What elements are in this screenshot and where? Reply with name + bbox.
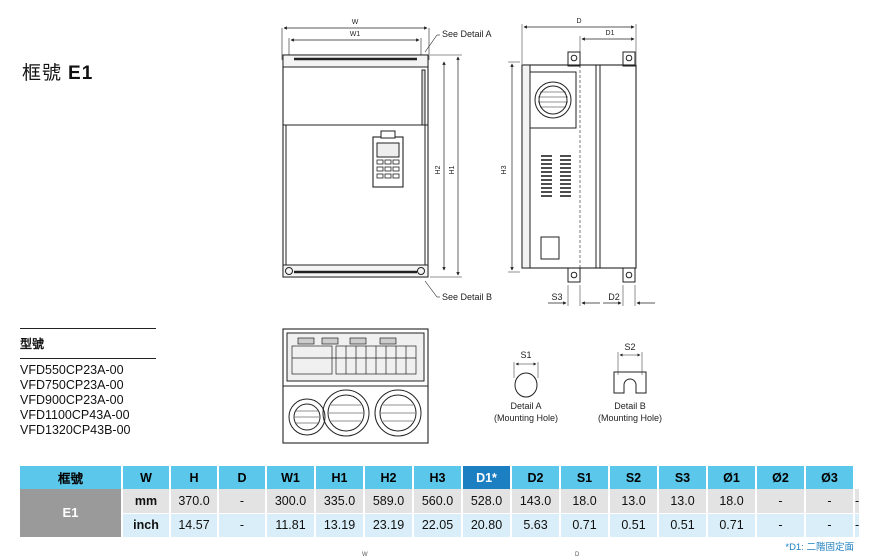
cell-h3-mm: 528.0 <box>462 489 512 514</box>
header-s3: S3 <box>658 466 708 489</box>
table-row-inch: inch 14.57 - 11.81 13.19 23.19 22.05 20.… <box>20 513 862 537</box>
cell-h-mm: - <box>218 489 267 514</box>
cell-h1-mm: 589.0 <box>364 489 414 514</box>
cell-h2-inch: 22.05 <box>413 513 463 537</box>
dim-w1-label: W1 <box>350 31 361 38</box>
side-view <box>508 24 655 306</box>
model-item: VFD900CP23A-00 <box>20 393 124 407</box>
cell-w-inch: 14.57 <box>170 513 219 537</box>
cell-w1-inch: 13.19 <box>315 513 365 537</box>
model-item: VFD1320CP43B-00 <box>20 423 131 437</box>
dimension-drawing: W W1 See Detail A See Detail B H2 H1 <box>281 18 662 444</box>
footnote: *D1: 二階固定面 <box>785 542 854 553</box>
cell-s2-mm: 13.0 <box>658 489 708 514</box>
cell-phi3-mm: - <box>854 489 862 514</box>
header-d1: D1* <box>462 466 512 489</box>
table-header-row: 框號 W H D W1 H1 H2 H3 D1* D2 S1 S2 S3 Ø1 … <box>20 466 860 489</box>
header-phi1: Ø1 <box>707 466 757 489</box>
header-phi3: Ø3 <box>805 466 855 489</box>
cell-phi2-mm: - <box>805 489 855 514</box>
model-item: VFD550CP23A-00 <box>20 363 124 377</box>
header-h3: H3 <box>413 466 463 489</box>
cutoff-d-label: D <box>575 552 580 558</box>
frame-cell: E1 <box>20 489 123 538</box>
header-d2: D2 <box>511 466 561 489</box>
detail-b-callout: See Detail B <box>442 292 492 302</box>
table-row-mm: E1 mm 370.0 - 300.0 335.0 589.0 560.0 52… <box>20 489 862 538</box>
model-header-rule <box>20 358 156 359</box>
detail-a-callout: See Detail A <box>442 29 492 39</box>
cell-phi3-inch: - <box>854 513 862 537</box>
cell-h-inch: - <box>218 513 267 537</box>
bottom-view <box>282 328 429 444</box>
dim-h3-label: H3 <box>501 165 508 174</box>
cell-w1-mm: 335.0 <box>315 489 365 514</box>
header-d: D <box>218 466 267 489</box>
model-item: VFD750CP23A-00 <box>20 378 124 392</box>
cell-phi1-inch: - <box>756 513 806 537</box>
front-view <box>281 26 462 298</box>
cell-s3-inch: 0.71 <box>707 513 757 537</box>
cell-s2-inch: 0.51 <box>658 513 708 537</box>
header-h: H <box>170 466 219 489</box>
detail-a-title: Detail A <box>510 401 541 411</box>
header-phi2: Ø2 <box>756 466 806 489</box>
header-s1: S1 <box>560 466 610 489</box>
detail-b-s2-label: S2 <box>624 342 635 352</box>
dim-d-label: D <box>576 18 581 25</box>
header-h1: H1 <box>315 466 365 489</box>
header-s2: S2 <box>609 466 659 489</box>
dim-h1-label: H1 <box>449 165 456 174</box>
cell-d2-inch: 0.71 <box>560 513 610 537</box>
cell-s3-mm: 18.0 <box>707 489 757 514</box>
cell-phi1-mm: - <box>756 489 806 514</box>
model-header: 型號 <box>20 337 45 351</box>
detail-b-drawing <box>613 352 647 394</box>
cell-d2-mm: 18.0 <box>560 489 610 514</box>
cell-h1-inch: 23.19 <box>364 513 414 537</box>
unit-mm: mm <box>122 489 171 514</box>
header-h2: H2 <box>364 466 414 489</box>
detail-b-subtitle: (Mounting Hole) <box>598 413 662 423</box>
cutoff-w-label: W <box>362 552 368 558</box>
header-frame: 框號 <box>20 466 123 489</box>
cell-phi2-inch: - <box>805 513 855 537</box>
frame-cell-label: E1 <box>62 505 79 521</box>
frame-title-code: E1 <box>68 63 94 84</box>
model-top-rule <box>20 328 156 329</box>
cell-s1-mm: 13.0 <box>609 489 659 514</box>
dim-h2-label: H2 <box>435 165 442 174</box>
cell-d-mm: 300.0 <box>266 489 316 514</box>
detail-a-drawing <box>513 362 539 398</box>
dim-d1-label: D1 <box>606 30 615 37</box>
unit-inch: inch <box>122 513 171 537</box>
cell-d1-mm: 143.0 <box>511 489 561 514</box>
dimension-table: 框號 W H D W1 H1 H2 H3 D1* D2 S1 S2 S3 Ø1 … <box>20 466 862 538</box>
frame-title-label: 框號 <box>22 63 63 84</box>
dim-w-label: W <box>352 19 359 26</box>
model-item: VFD1100CP43A-00 <box>20 408 130 422</box>
cell-s1-inch: 0.51 <box>609 513 659 537</box>
dim-d2-label: D2 <box>608 292 620 302</box>
cell-d1-inch: 5.63 <box>511 513 561 537</box>
cell-d-inch: 11.81 <box>266 513 316 537</box>
cell-w-mm: 370.0 <box>170 489 219 514</box>
detail-b-title: Detail B <box>614 401 646 411</box>
model-list: VFD550CP23A-00 VFD750CP23A-00 VFD900CP23… <box>20 359 156 438</box>
cell-h3-inch: 20.80 <box>462 513 512 537</box>
header-w1: W1 <box>266 466 316 489</box>
detail-a-s1-label: S1 <box>520 350 531 360</box>
detail-a-subtitle: (Mounting Hole) <box>494 413 558 423</box>
dim-s3-label: S3 <box>551 292 562 302</box>
model-block: 型號 VFD550CP23A-00 VFD750CP23A-00 VFD900C… <box>20 328 156 438</box>
header-w: W <box>122 466 171 489</box>
cell-h2-mm: 560.0 <box>413 489 463 514</box>
